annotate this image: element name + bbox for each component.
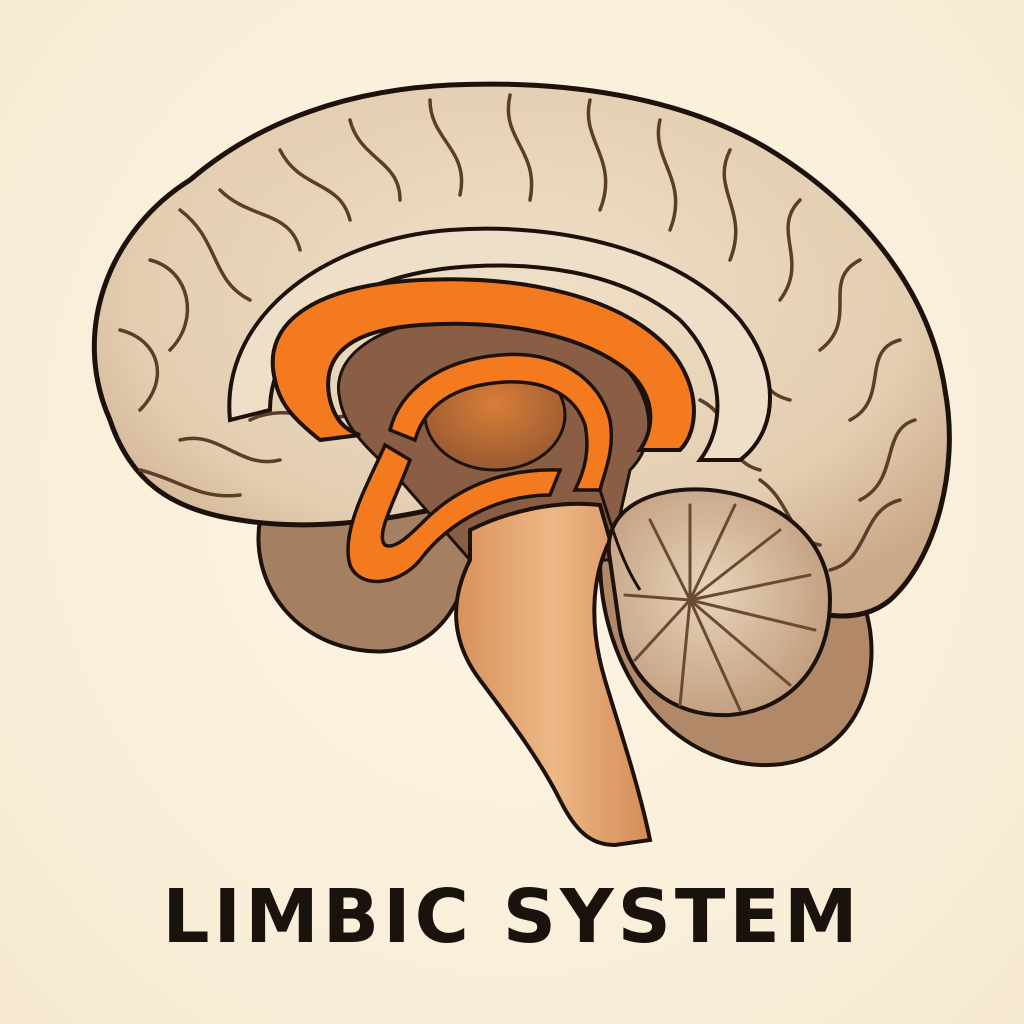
brain-illustration	[91, 81, 952, 848]
diagram-title: LIMBIC SYSTEM	[162, 874, 862, 960]
corpus-callosum	[270, 277, 696, 452]
brainstem	[454, 501, 653, 848]
hippocampus	[346, 442, 563, 583]
cerebellum-folia	[623, 503, 817, 712]
fornix	[387, 352, 614, 492]
pituitary-stalk	[598, 489, 642, 591]
